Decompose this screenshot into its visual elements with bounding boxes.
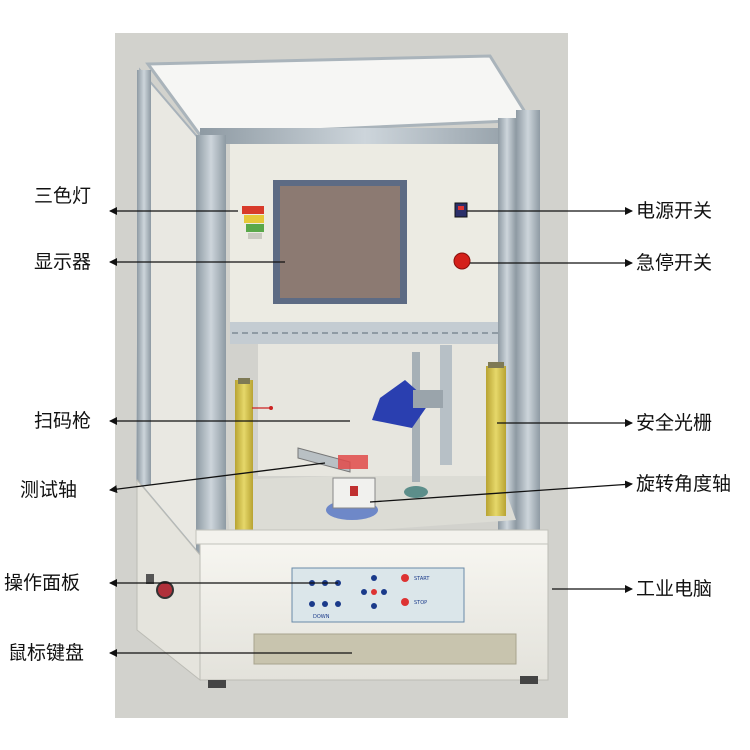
upper-crossbar bbox=[200, 128, 530, 144]
foot-left bbox=[208, 680, 226, 688]
label-test-shaft: 测试轴 bbox=[20, 479, 78, 501]
scanner-pointer-dot bbox=[269, 406, 273, 410]
scanner-bracket bbox=[413, 390, 443, 408]
panel-start-label: START bbox=[414, 576, 430, 582]
front-left-pillar bbox=[196, 135, 226, 555]
panel-down-label: DOWN bbox=[313, 614, 330, 620]
estop-button-icon bbox=[453, 252, 471, 270]
foot-right bbox=[520, 676, 538, 684]
label-power-switch: 电源开关 bbox=[636, 200, 713, 222]
arrow-rotation-shaft bbox=[369, 480, 633, 503]
right-front-pillar bbox=[516, 110, 540, 550]
monitor-screen bbox=[280, 186, 400, 298]
roof-panel bbox=[145, 54, 533, 137]
tricolor-yellow bbox=[244, 215, 264, 223]
left-back-pillar bbox=[137, 70, 151, 485]
label-display: 显示器 bbox=[34, 251, 92, 273]
scanner-rod-base bbox=[404, 486, 428, 498]
label-safety-curtain: 安全光栅 bbox=[636, 412, 713, 434]
arrow-test-shaft bbox=[109, 462, 326, 494]
rotation-fixture-mark bbox=[350, 486, 358, 496]
control-panel-board bbox=[291, 567, 465, 623]
test-shaft-rail bbox=[297, 447, 351, 473]
panel-stop-label: STOP bbox=[414, 600, 427, 606]
power-switch-indicator bbox=[458, 206, 464, 210]
left-curtain-cap bbox=[238, 378, 250, 384]
label-control-panel: 操作面板 bbox=[4, 572, 81, 594]
label-industrial-pc: 工业电脑 bbox=[636, 578, 713, 600]
tricolor-red bbox=[242, 206, 264, 214]
label-mouse-keyboard: 鼠标键盘 bbox=[8, 642, 85, 664]
tricolor-bottom bbox=[248, 233, 262, 239]
label-scanner: 扫码枪 bbox=[34, 410, 92, 432]
control-panel-buttons bbox=[309, 574, 409, 609]
tricolor-green bbox=[246, 224, 264, 232]
label-tricolor-light: 三色灯 bbox=[34, 185, 92, 207]
label-rotation-shaft: 旋转角度轴 bbox=[636, 473, 732, 495]
scanner-rod-back bbox=[440, 345, 452, 465]
test-shaft-block bbox=[338, 455, 368, 469]
right-safety-curtain bbox=[486, 366, 506, 516]
base-top-lip bbox=[195, 529, 549, 545]
right-curtain-cap bbox=[488, 362, 504, 368]
side-port-icon bbox=[156, 581, 174, 599]
left-safety-curtain bbox=[235, 380, 253, 530]
label-estop-switch: 急停开关 bbox=[636, 252, 713, 274]
keyboard-drawer bbox=[253, 633, 517, 665]
side-socket-icon bbox=[146, 574, 154, 584]
